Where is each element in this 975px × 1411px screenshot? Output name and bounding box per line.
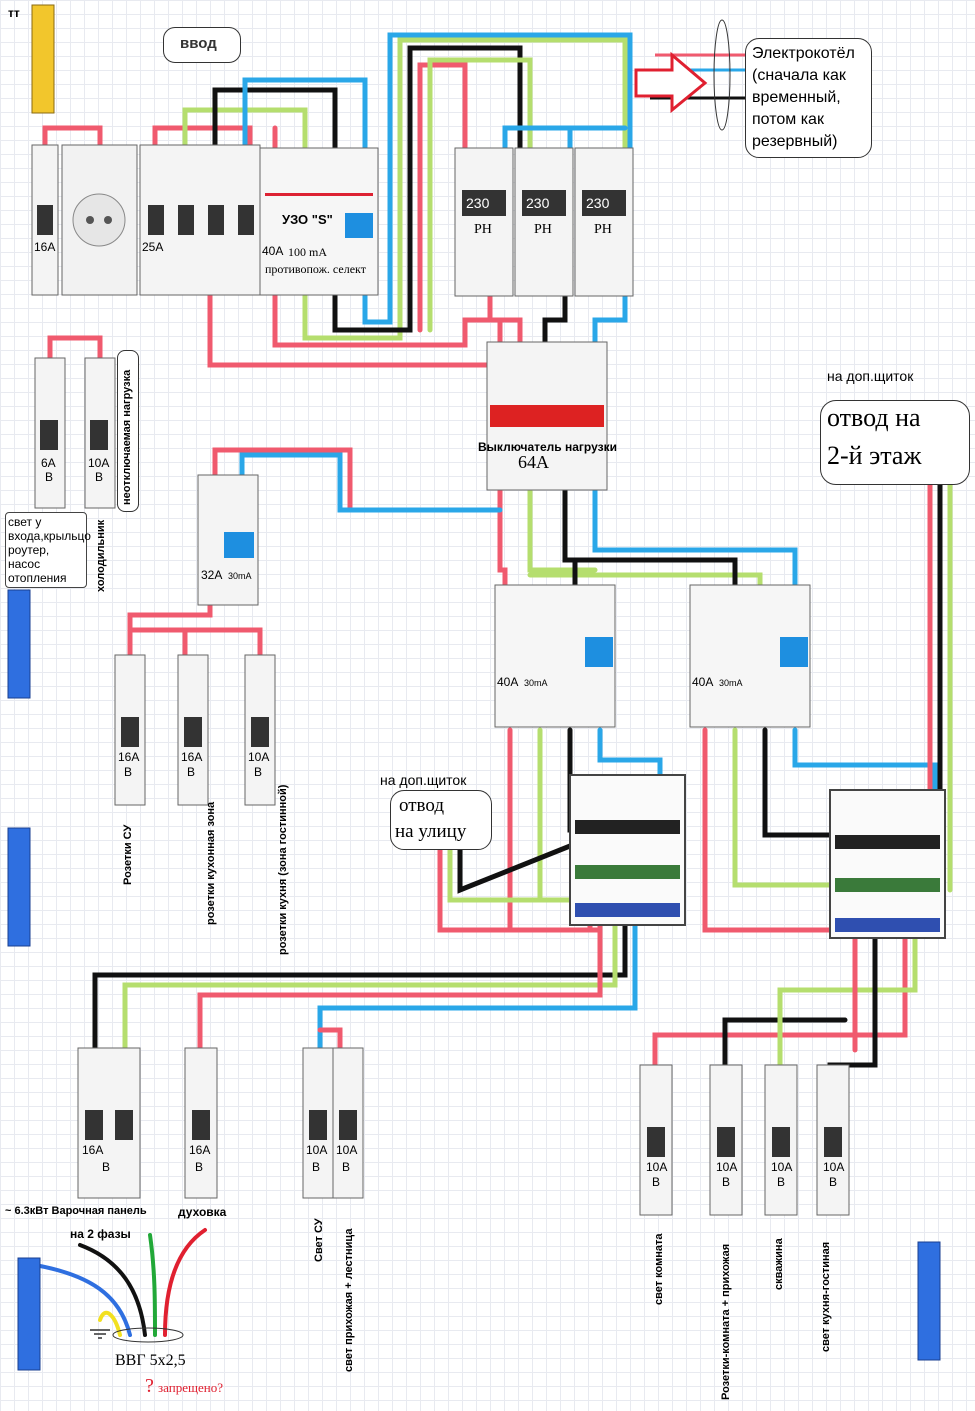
- light-room-label: свет комната: [653, 1233, 665, 1306]
- rn-label-3: РН: [594, 222, 612, 237]
- fridge-label: холодильник: [95, 519, 107, 592]
- rcds-40a: [494, 584, 811, 728]
- load-switch: [486, 341, 608, 491]
- forbidden-label: запрещено?: [158, 1380, 223, 1395]
- ground-icon: [90, 1329, 110, 1339]
- light-hall-label: свет прихожая + лестница: [343, 1228, 355, 1372]
- left-small-breakers: [34, 357, 116, 509]
- socket-living-label: розетки кухня (зона гостинной): [277, 784, 289, 955]
- nonswitch-box: [117, 350, 139, 512]
- light-kitchen-label: свет кухня-гостиная: [820, 1241, 832, 1352]
- uzo-32a: [197, 474, 259, 606]
- breaker-16a-label: 16А: [34, 240, 56, 254]
- uzo-s-label: УЗО "S": [282, 212, 333, 227]
- breaker-25a: [139, 144, 261, 296]
- oven-label: духовка: [178, 1205, 227, 1219]
- uzo-fire-label: противопож. селект: [265, 262, 366, 276]
- dop-shield-top: на доп.щиток: [827, 368, 914, 384]
- cable-label: ВВГ 5х2,5: [115, 1352, 186, 1369]
- vvod-box: ввод: [163, 27, 241, 63]
- boiler-arrow: [634, 19, 745, 131]
- light-su-label: Свет СУ: [313, 1218, 325, 1262]
- question-mark: ?: [145, 1375, 154, 1397]
- cable-ellipse: [112, 1327, 184, 1343]
- vvod-label: ввод: [180, 35, 217, 52]
- socket-kitchen-label: розетки кухонная зона: [205, 801, 217, 925]
- sockets-room-label: Розетки-комната + прихожая: [720, 1243, 732, 1400]
- load-switch-label: Выключатель нагрузки: [478, 440, 617, 454]
- tt-label: тт: [8, 6, 20, 20]
- light-text-block: свет у входа,крыльцо роутер, насос отопл…: [5, 512, 91, 588]
- rn-label-2: РН: [534, 222, 552, 237]
- socket-breakers: [114, 654, 276, 806]
- rn-label-1: РН: [474, 222, 492, 237]
- breaker-16a-top: [31, 144, 59, 296]
- socket-su-label: Розетки СУ: [122, 824, 134, 885]
- second-floor-box: отвод на 2-й этаж: [820, 400, 970, 485]
- uzo-s-device: [259, 147, 379, 296]
- uzo32-label: 32А: [201, 568, 223, 582]
- uzo32-ma: 30mA: [228, 571, 252, 581]
- hob-label: ~ 6.3кВт Варочная панель: [5, 1205, 147, 1217]
- well-label: скважина: [773, 1238, 785, 1290]
- two-phases-label: на 2 фазы: [70, 1227, 131, 1241]
- uzo-ma: 100 mA: [288, 245, 327, 259]
- bottom-breakers: [77, 1047, 850, 1216]
- street-box: отвод на улицу: [390, 790, 492, 850]
- load-switch-rating: 64А: [518, 452, 549, 472]
- breaker-25a-label: 25А: [142, 240, 164, 254]
- nonswitch-label: неотключаемая нагрузка: [121, 369, 133, 505]
- uzo-rating: 40А: [262, 244, 284, 258]
- terminal-blocks: [569, 774, 946, 939]
- rn-relays: [454, 147, 634, 297]
- socket-module: [61, 144, 138, 296]
- boiler-note: Электрокотёл (сначала как временный, пот…: [745, 38, 872, 158]
- dop-shield-mid: на доп.щиток: [380, 772, 467, 788]
- busbars: [7, 4, 941, 1371]
